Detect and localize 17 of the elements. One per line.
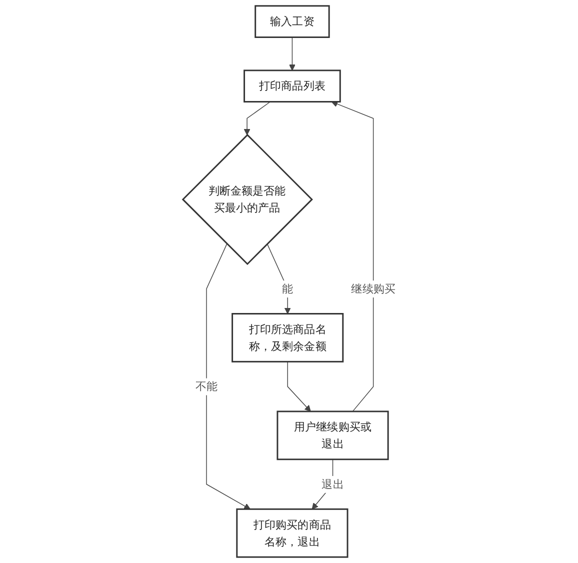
node-box: 用户继续购买或退出	[276, 410, 389, 460]
node-box: 打印商品列表	[243, 70, 341, 102]
arrow	[312, 459, 333, 510]
node-diamond: 判断金额是否能买最小的产品	[182, 134, 313, 266]
arrow	[331, 100, 374, 412]
edge-label: 继续购买	[351, 282, 396, 296]
arrow	[288, 36, 296, 71]
edge-label: 退出	[322, 477, 344, 491]
edge-label: 不能	[195, 380, 218, 394]
node-box: 输入工资	[254, 5, 330, 38]
arrow	[244, 101, 270, 136]
arrow	[266, 243, 291, 314]
node-box: 打印购买的商品名称，退出	[236, 508, 348, 558]
arrow	[287, 361, 311, 412]
node-box: 打印所选商品名称，及剩余金额	[231, 313, 344, 362]
arrow	[206, 243, 250, 510]
edge-label: 能	[282, 282, 293, 296]
